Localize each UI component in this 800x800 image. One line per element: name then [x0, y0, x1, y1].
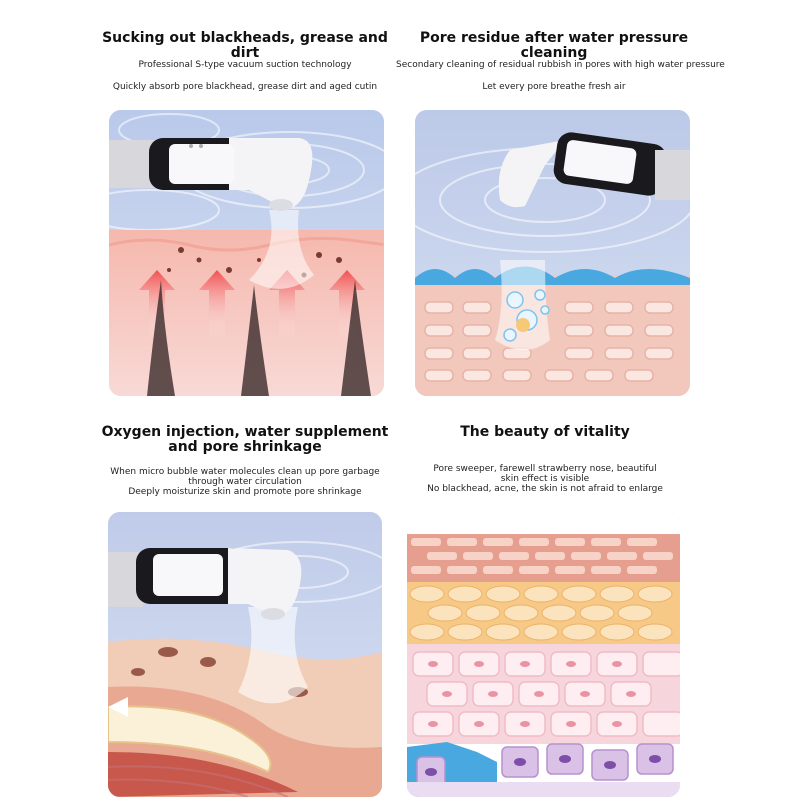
skin-suction-illustration — [109, 110, 384, 396]
panel-subtitle-line: When micro bubble water molecules clean … — [110, 467, 380, 477]
panel-subtitle-line: Secondary cleaning of residual rubbish i… — [396, 60, 725, 70]
water-cleaning-illustration — [415, 110, 690, 396]
panel-subtitle-line: No blackhead, acne, the skin is not afra… — [427, 484, 663, 494]
panel-subtitle-line: through water circulation — [188, 477, 302, 487]
panel-subtitle-line: Deeply moisturize skin and promote pore … — [128, 487, 362, 497]
oxygen-injection-illustration — [108, 512, 382, 797]
panel-title: Oxygen injection, water supplement and p… — [101, 424, 389, 455]
panel-subtitle-line: Quickly absorb pore blackhead, grease di… — [112, 82, 378, 92]
healthy-skin-illustration — [407, 512, 680, 797]
panel-subtitle-line: skin effect is visible — [500, 474, 590, 484]
panel-subtitle-line: Pore sweeper, farewell strawberry nose, … — [433, 464, 657, 474]
panel-title: The beauty of vitality — [460, 424, 630, 440]
panel-subtitle-line: Let every pore breathe fresh air — [482, 82, 626, 92]
panel-title: Sucking out blackheads, grease and dirt — [102, 30, 388, 61]
panel-title: Pore residue after water pressure cleani… — [419, 30, 689, 61]
panel-subtitle-line: Professional S-type vacuum suction techn… — [138, 60, 352, 70]
